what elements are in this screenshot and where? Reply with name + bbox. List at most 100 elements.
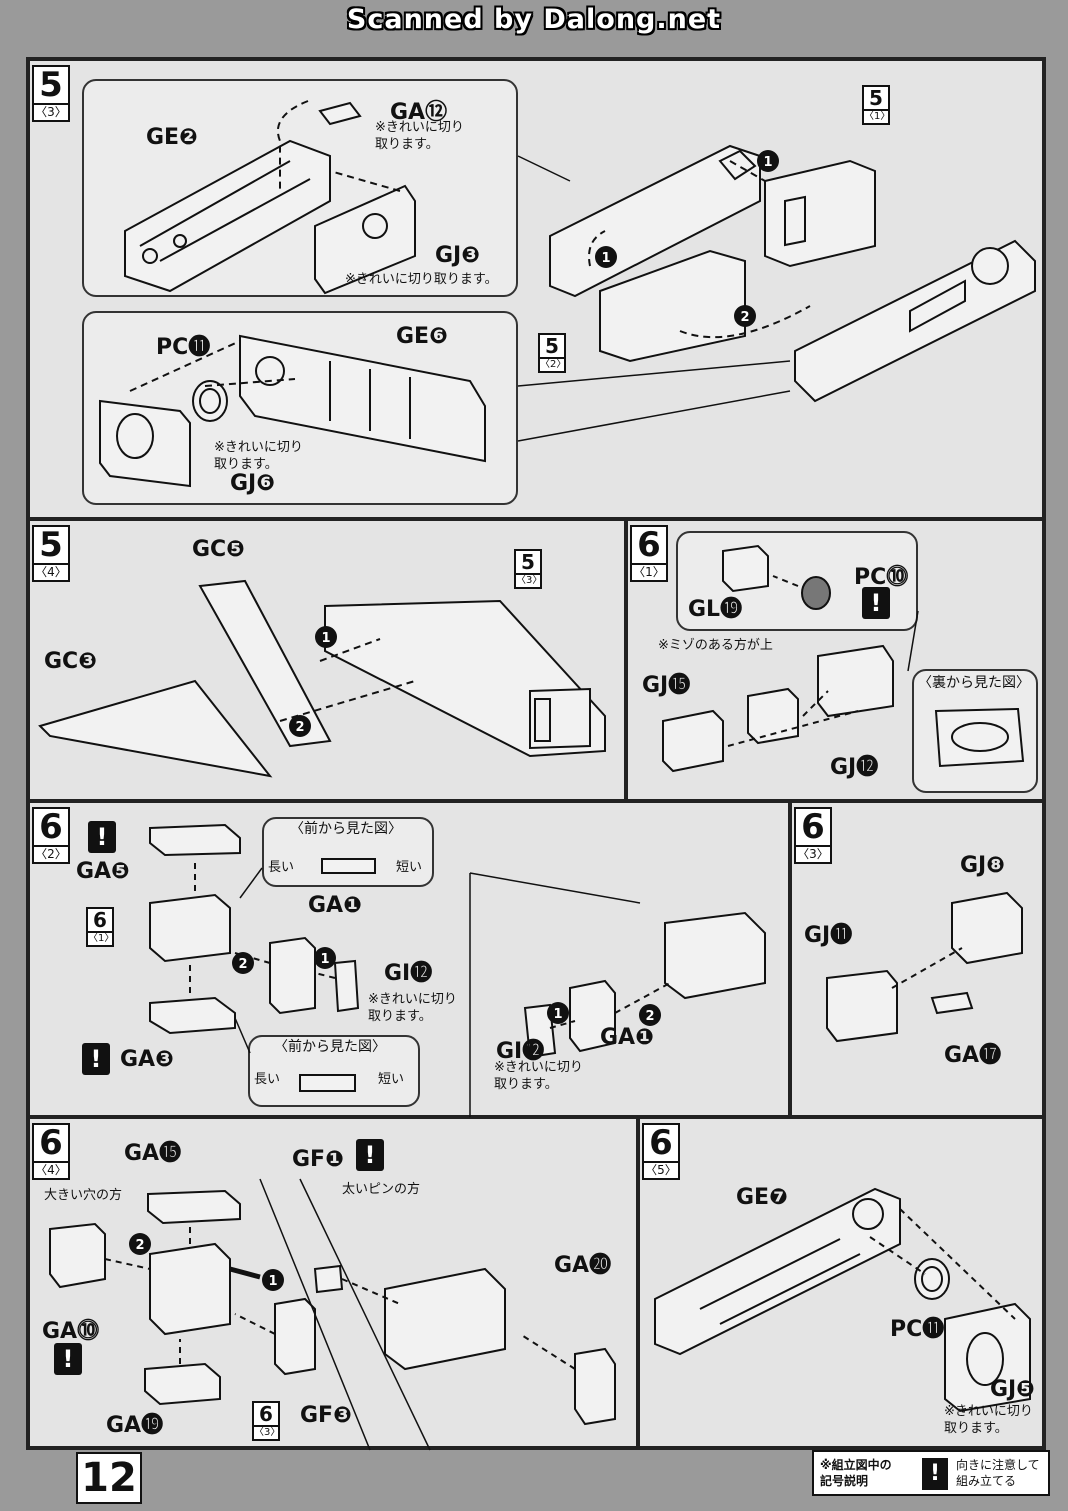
part-code: GA [600,1025,636,1050]
ref-sub: 〈2〉 [538,359,566,373]
step-badge: 6 〈2〉 [32,807,70,864]
part-number: ❷ [179,125,198,150]
part-code: GJ [804,923,831,948]
part-number: ❺ [111,859,130,884]
part-code: GL [688,597,721,622]
part-code: GE [736,1185,770,1210]
svg-text:1: 1 [553,1007,562,1022]
part-number: ⓾ [77,1319,100,1344]
label-ga10: GA⓾ [42,1313,99,1345]
label-long-bottom: 長い [254,1072,281,1087]
caption-front-view-bottom: 〈前から見た図〉 [274,1039,386,1055]
part-number: ⓫ [830,923,853,948]
part-code: PC [156,335,189,360]
step-sub: 〈3〉 [794,847,832,864]
svg-text:2: 2 [645,1009,654,1024]
label-gc3: GC❸ [44,649,97,674]
panel-step-6-5: 6 〈5〉 GE❼ PC⓫ GJ❺ ※きれいに切り 取ります。 [638,1117,1044,1448]
part-number: ❶ [635,1025,654,1050]
part-code: GJ [435,243,462,268]
step-badge: 5 〈3〉 [32,65,70,122]
label-short-top: 短い [396,860,423,875]
caption-back-view: 〈裏から見た図〉 [918,675,1030,691]
svg-text:2: 2 [740,310,749,325]
label-pc10: PC⓾ [854,559,908,591]
label-ga15: GA⓯ [124,1135,181,1167]
part-code: GI [496,1039,523,1064]
part-number: ⓬ [410,961,433,986]
part-code: GJ [230,471,257,496]
label-gj5: GJ❺ [990,1377,1035,1402]
part-number: ⓬ [522,1039,545,1064]
step-sub: 〈4〉 [32,565,70,582]
orientation-warning-icon: ! [54,1343,82,1375]
part-code: GE [396,324,430,349]
step-number: 5 [32,65,70,105]
parts-drawing-6-5 [654,1187,1031,1413]
label-ga17: GA⓱ [944,1037,1001,1069]
ref-sub: 〈1〉 [86,933,114,947]
note-gj5: ※きれいに切り 取ります。 [944,1404,1033,1436]
panel-step-5-3: 5 〈3〉 [28,59,1044,519]
label-gf1: GF❶ [292,1147,344,1172]
ref-step-6-1: 6〈1〉 [86,907,114,947]
note-thick-pin: 太いピンの方 [342,1182,421,1197]
note-gi12: ※きれいに切り 取ります。 [368,992,457,1024]
note-gj6: ※きれいに切り 取ります。 [214,440,303,472]
label-gj12: GJ⓬ [830,749,878,781]
page-number: 12 [76,1452,142,1504]
step-badge: 6 〈3〉 [794,807,832,864]
legend-description: 向きに注意して 組み立てる [956,1458,1040,1488]
part-code: GA [120,1047,156,1072]
part-code: GA [124,1141,160,1166]
part-number: ⑫ [425,100,448,125]
svg-text:1: 1 [601,251,610,266]
label-pc11: PC⓫ [156,329,210,361]
label-ga1-b: GA❶ [600,1025,654,1050]
label-pc11: PC⓫ [890,1311,944,1343]
step-number: 6 [794,807,832,847]
part-code: GJ [830,755,857,780]
part-number: ❶ [343,893,362,918]
part-number: ⓫ [188,335,211,360]
part-number: ❸ [333,1403,352,1428]
step-number: 6 [642,1123,680,1163]
ref-number: 5 [514,549,542,575]
orientation-warning-icon: ! [82,1043,110,1075]
part-code: GA [42,1319,78,1344]
part-code: GA [106,1413,142,1438]
svg-text:2: 2 [238,957,247,972]
label-gj6: GJ❻ [230,471,275,496]
part-number: ⓾ [886,565,909,590]
part-number: ⓯ [668,673,691,698]
part-code: GJ [960,853,987,878]
part-code: GF [292,1147,326,1172]
ref-sub: 〈1〉 [862,111,890,125]
part-number: ❸ [78,649,97,674]
step-badge: 6 〈5〉 [642,1123,680,1180]
step-sub: 〈3〉 [32,105,70,122]
part-code: PC [854,565,887,590]
part-number: ⓳ [141,1413,164,1438]
part-number: ⓫ [922,1317,945,1342]
part-code: GJ [642,673,669,698]
label-gj15: GJ⓯ [642,667,690,699]
step-number: 6 [32,807,70,847]
step-badge: 6 〈1〉 [630,525,668,582]
ref-number: 5 [538,333,566,359]
caption-front-view-top: 〈前から見た図〉 [290,821,402,837]
instruction-sheet: 5 〈3〉 [26,57,1046,1451]
step-number: 6 [630,525,668,565]
parts-drawing-6-3 [826,891,1023,1043]
part-code: GA [76,859,112,884]
label-long-top: 長い [268,860,295,875]
step-number: 6 [32,1123,70,1163]
part-number: ⓴ [589,1253,612,1278]
ref-step-5-3: 5〈3〉 [514,549,542,589]
label-ge6: GE❻ [396,324,448,349]
label-gi12: GI⓬ [384,955,432,987]
part-number: ❽ [986,853,1005,878]
svg-text:1: 1 [268,1274,277,1289]
svg-text:2: 2 [135,1238,144,1253]
